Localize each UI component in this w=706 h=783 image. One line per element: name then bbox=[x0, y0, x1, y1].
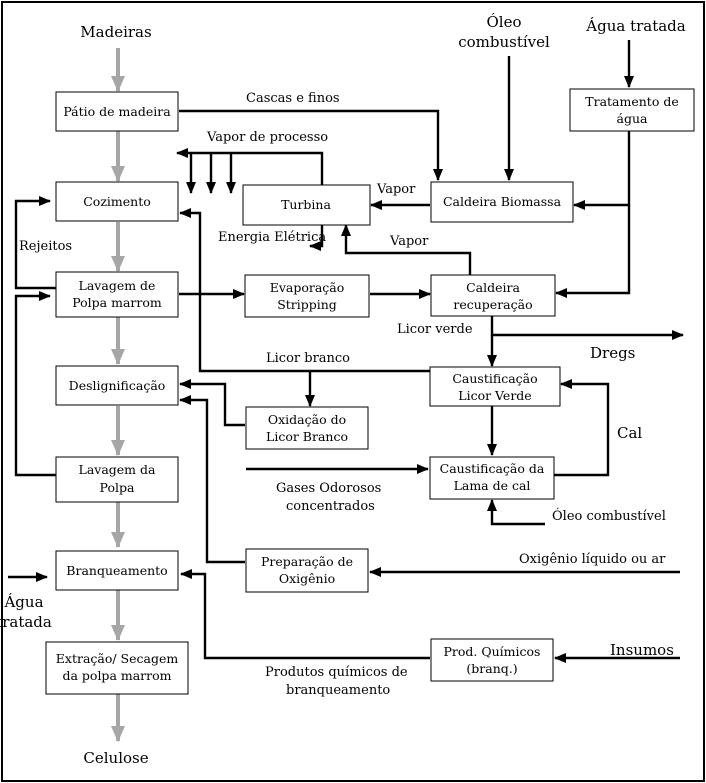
box-oxidacao-line1: Oxidação do bbox=[268, 412, 346, 427]
box-caustificacao-lama: Caustificação da Lama de cal bbox=[429, 456, 555, 500]
label-agua-left-line2: tratada bbox=[0, 613, 52, 631]
box-oxidacao: Oxidação do Licor Branco bbox=[245, 406, 369, 450]
box-preparacao-line2: Oxigênio bbox=[279, 571, 335, 586]
label-oxigenio: Oxigênio líquido ou ar bbox=[519, 552, 666, 567]
box-tratamento: Tratamento de água bbox=[569, 88, 695, 132]
box-caldeira-biomassa-label: Caldeira Biomassa bbox=[443, 194, 562, 209]
box-caustificacao-lama-line1: Caustificação da bbox=[440, 461, 545, 476]
box-lavagem-polpa: Lavagem da Polpa bbox=[55, 456, 179, 503]
label-oleo-combustivel: Óleo combustível bbox=[552, 507, 666, 524]
label-cascas: Cascas e finos bbox=[246, 91, 340, 106]
box-preparacao-line1: Preparação de bbox=[261, 554, 353, 569]
label-agua-left-line1: Água bbox=[3, 593, 43, 611]
arrow-energia bbox=[309, 225, 324, 251]
box-caustificacao-licor-line2: Licor Verde bbox=[458, 388, 531, 403]
box-turbina-label: Turbina bbox=[281, 197, 331, 212]
label-energia: Energia Elétrica bbox=[218, 230, 326, 245]
arrow-oxigenio-deslig bbox=[179, 395, 245, 564]
arrow-rejeitos bbox=[14, 196, 56, 290]
box-caldeira-biomassa: Caldeira Biomassa bbox=[430, 181, 574, 223]
box-caustificacao-licor: Caustificação Licor Verde bbox=[429, 366, 561, 407]
box-extracao-line2: da polpa marrom bbox=[62, 668, 171, 683]
label-oleo-line2: combustível bbox=[458, 33, 550, 51]
box-deslignificacao-label: Deslignificação bbox=[69, 378, 166, 393]
labels: Madeiras Óleo combustível Água tratada C… bbox=[0, 13, 686, 767]
box-prod-quimicos: Prod. Químicos (branq.) bbox=[430, 638, 554, 682]
box-preparacao: Preparação de Oxigênio bbox=[245, 548, 369, 593]
arrow-lavagem-retorno bbox=[14, 291, 56, 477]
box-cozimento-label: Cozimento bbox=[83, 194, 151, 209]
box-oxidacao-line2: Licor Branco bbox=[266, 429, 348, 444]
box-lavagem-marrom: Lavagem de Polpa marrom bbox=[55, 271, 179, 318]
arrow-vapor-recuperacao bbox=[341, 224, 472, 275]
box-branqueamento-label: Branqueamento bbox=[66, 563, 167, 578]
box-deslignificacao: Deslignificação bbox=[55, 365, 179, 406]
box-prod-quimicos-line2: (branq.) bbox=[466, 661, 517, 676]
box-lavagem-polpa-line1: Lavagem da bbox=[79, 462, 156, 477]
label-rejeitos: Rejeitos bbox=[19, 239, 72, 254]
box-tratamento-line1: Tratamento de bbox=[585, 94, 678, 109]
label-vapor-1: Vapor bbox=[376, 182, 416, 197]
box-evaporacao-line2: Stripping bbox=[277, 297, 337, 312]
label-vapor-processo: Vapor de processo bbox=[206, 130, 328, 145]
box-extracao-line1: Extração/ Secagem bbox=[56, 651, 179, 666]
box-lavagem-marrom-line1: Lavagem de bbox=[79, 278, 156, 293]
box-tratamento-line2: água bbox=[617, 111, 649, 126]
label-insumos: Insumos bbox=[610, 641, 674, 659]
box-caustificacao-lama-line2: Lama de cal bbox=[454, 478, 531, 493]
label-oleo-line1: Óleo bbox=[486, 13, 521, 31]
arrow-cascas bbox=[179, 109, 443, 181]
box-patio-label: Pátio de madeira bbox=[63, 104, 171, 119]
arrow-vapor-processo bbox=[176, 148, 324, 185]
box-evaporacao: Evaporação Stripping bbox=[244, 274, 370, 318]
box-evaporacao-line1: Evaporação bbox=[270, 280, 345, 295]
streams bbox=[8, 40, 684, 663]
box-lavagem-polpa-line2: Polpa bbox=[100, 480, 135, 495]
label-cal: Cal bbox=[617, 424, 642, 442]
arrow-produtos-quimicos bbox=[180, 569, 430, 660]
label-gases-line1: Gases Odorosos bbox=[276, 481, 381, 496]
box-patio: Pátio de madeira bbox=[55, 91, 179, 132]
label-vapor-2: Vapor bbox=[389, 234, 429, 249]
label-licor-branco: Licor branco bbox=[266, 351, 350, 366]
label-produtos-line1: Produtos químicos de bbox=[265, 665, 408, 680]
box-caustificacao-licor-line1: Caustificação bbox=[452, 371, 537, 386]
arrow-oxidacao-deslig bbox=[179, 379, 245, 427]
label-gases-line2: concentrados bbox=[286, 499, 375, 514]
arrow-tratamento-biomassa bbox=[573, 131, 631, 210]
label-agua-tratada: Água tratada bbox=[585, 17, 686, 35]
label-produtos-line2: branqueamento bbox=[286, 683, 390, 698]
arrow-cal bbox=[554, 379, 610, 477]
box-prod-quimicos-line1: Prod. Químicos bbox=[444, 644, 541, 659]
box-caldeira-recuperacao-line1: Caldeira bbox=[466, 280, 520, 295]
label-licor-verde: Licor verde bbox=[397, 322, 473, 337]
box-caldeira-recuperacao: Caldeira recuperação bbox=[430, 274, 556, 317]
arrow-licor-branco bbox=[179, 208, 430, 373]
arrow-oleo-lama bbox=[487, 499, 545, 526]
box-branqueamento: Branqueamento bbox=[55, 550, 179, 591]
label-dregs: Dregs bbox=[590, 344, 635, 362]
box-cozimento: Cozimento bbox=[55, 181, 179, 222]
label-celulose: Celulose bbox=[83, 749, 148, 767]
label-madeiras: Madeiras bbox=[80, 23, 151, 41]
box-caldeira-recuperacao-line2: recuperação bbox=[453, 297, 532, 312]
box-extracao: Extração/ Secagem da polpa marrom bbox=[45, 641, 189, 695]
arrow-tratamento-recuperacao bbox=[555, 205, 631, 298]
box-turbina: Turbina bbox=[242, 184, 371, 226]
arrow-dregs bbox=[490, 316, 684, 340]
box-lavagem-marrom-line2: Polpa marrom bbox=[72, 295, 162, 310]
